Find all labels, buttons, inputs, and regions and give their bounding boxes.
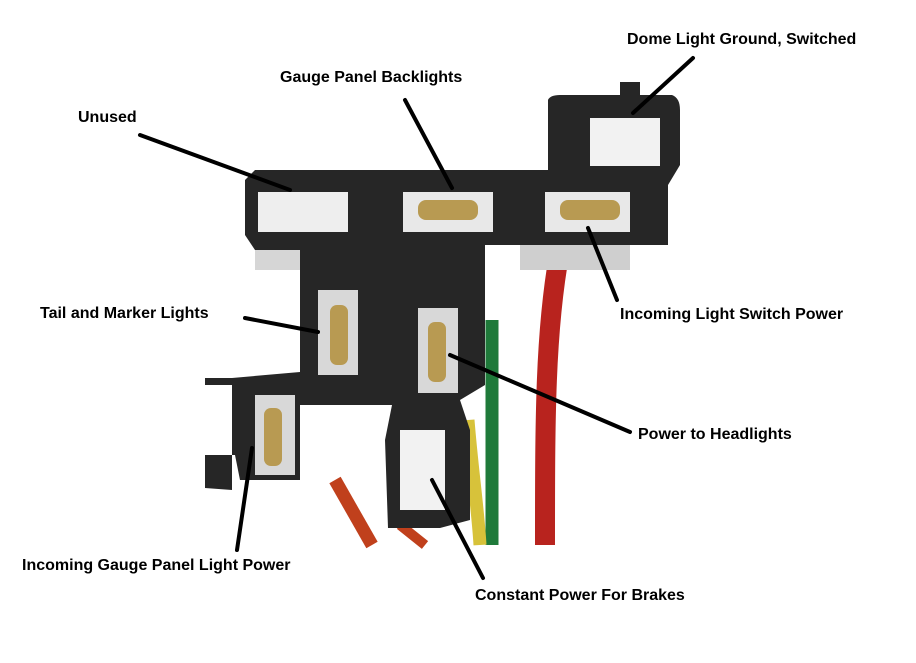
leader-unused: [138, 133, 292, 192]
leader-brakes: [430, 478, 485, 580]
red-wire-right: [535, 248, 570, 546]
label-dome-light-ground: Dome Light Ground, Switched: [627, 31, 857, 48]
terminal: [560, 200, 620, 220]
leader-tail-marker: [243, 316, 320, 334]
leader-gauge-power: [235, 446, 254, 552]
leader-headlights: [448, 353, 632, 434]
terminal: [418, 200, 478, 220]
red-wire-left: [329, 476, 378, 549]
leader-light-switch: [586, 226, 619, 302]
label-tail-marker-lights: Tail and Marker Lights: [40, 305, 209, 322]
red-wire-lower: [396, 521, 429, 549]
label-incoming-light-switch-power: Incoming Light Switch Power: [620, 306, 844, 323]
slot-dome-light: [590, 118, 660, 166]
label-incoming-gauge-panel-light-power: Incoming Gauge Panel Light Power: [22, 557, 291, 574]
label-power-to-headlights: Power to Headlights: [638, 426, 792, 443]
leader-lines: [138, 56, 695, 580]
label-gauge-panel-backlights: Gauge Panel Backlights: [280, 69, 463, 86]
terminal: [264, 408, 282, 466]
terminal: [330, 305, 348, 365]
slot-unused: [258, 192, 348, 232]
terminal: [428, 322, 446, 382]
label-constant-power-brakes: Constant Power For Brakes: [475, 587, 685, 604]
label-unused: Unused: [78, 109, 137, 126]
leader-gauge-backlights: [403, 98, 454, 190]
leader-dome-light: [631, 56, 695, 115]
slot-brakes: [400, 430, 445, 510]
